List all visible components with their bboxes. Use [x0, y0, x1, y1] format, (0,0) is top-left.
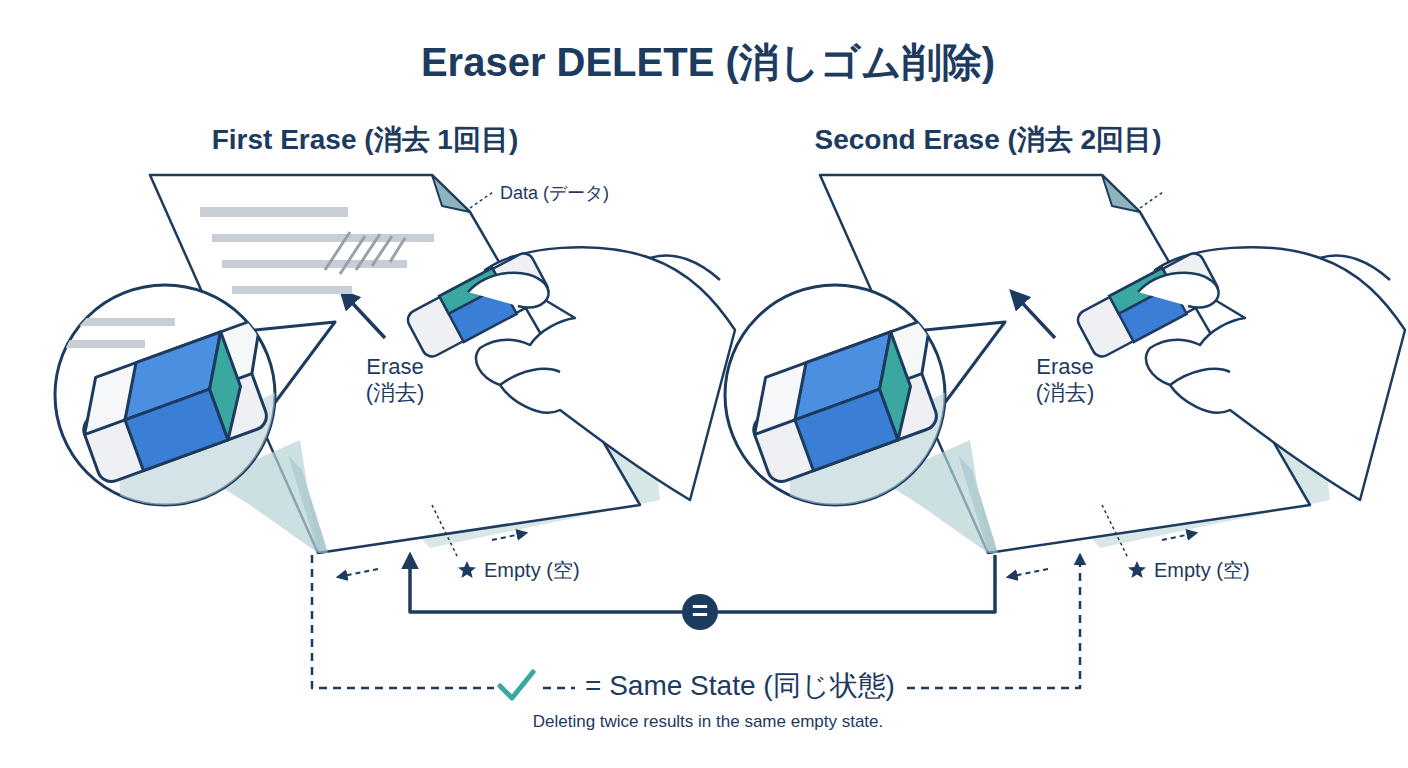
erase-marks	[325, 232, 405, 274]
wrist-line	[650, 255, 720, 280]
state-label: Empty (空)	[484, 557, 580, 584]
lens-data	[55, 318, 175, 348]
erase-scene	[55, 175, 735, 578]
text-line	[60, 340, 145, 348]
erase-scene-second	[725, 175, 1405, 578]
first-paper-data	[55, 207, 434, 348]
diagram-title: Eraser DELETE (消しゴム削除)	[421, 35, 995, 90]
finger-line	[500, 369, 560, 385]
erase-arrow	[342, 292, 385, 338]
action-label: Erase (消去)	[1025, 354, 1105, 407]
held-eraser	[404, 249, 552, 361]
star-marker	[458, 561, 476, 578]
leader-line	[470, 192, 493, 208]
text-line	[212, 234, 434, 242]
edge-label: = Same State (同じ状態)	[575, 665, 905, 707]
paper-sheet: Erase (消去)	[150, 175, 660, 555]
motion-arrow	[492, 533, 526, 540]
equals-badge: =	[682, 594, 718, 630]
text-line	[55, 318, 175, 326]
state-label: Empty (空)	[1154, 557, 1250, 584]
panel-heading: First Erase (消去 1回目)	[212, 121, 519, 159]
callout-label: Data (データ)	[500, 181, 609, 205]
text-line	[232, 286, 352, 294]
panel-heading: Second Erase (消去 2回目)	[815, 121, 1162, 159]
check-mark	[500, 672, 533, 698]
leader-line	[432, 505, 458, 558]
thumb	[468, 273, 549, 308]
sleeve-side	[192, 332, 256, 440]
motion-arrow	[338, 569, 378, 577]
paper-fold	[432, 175, 470, 212]
diagram-caption: Deleting twice results in the same empty…	[533, 712, 884, 732]
eraser-body	[404, 250, 551, 360]
paper-sheet: Erase (消去)	[820, 175, 1330, 555]
text-line	[222, 260, 407, 268]
action-label: Erase (消去)	[355, 354, 435, 407]
text-line	[200, 207, 348, 217]
check-backdrop	[494, 668, 538, 704]
